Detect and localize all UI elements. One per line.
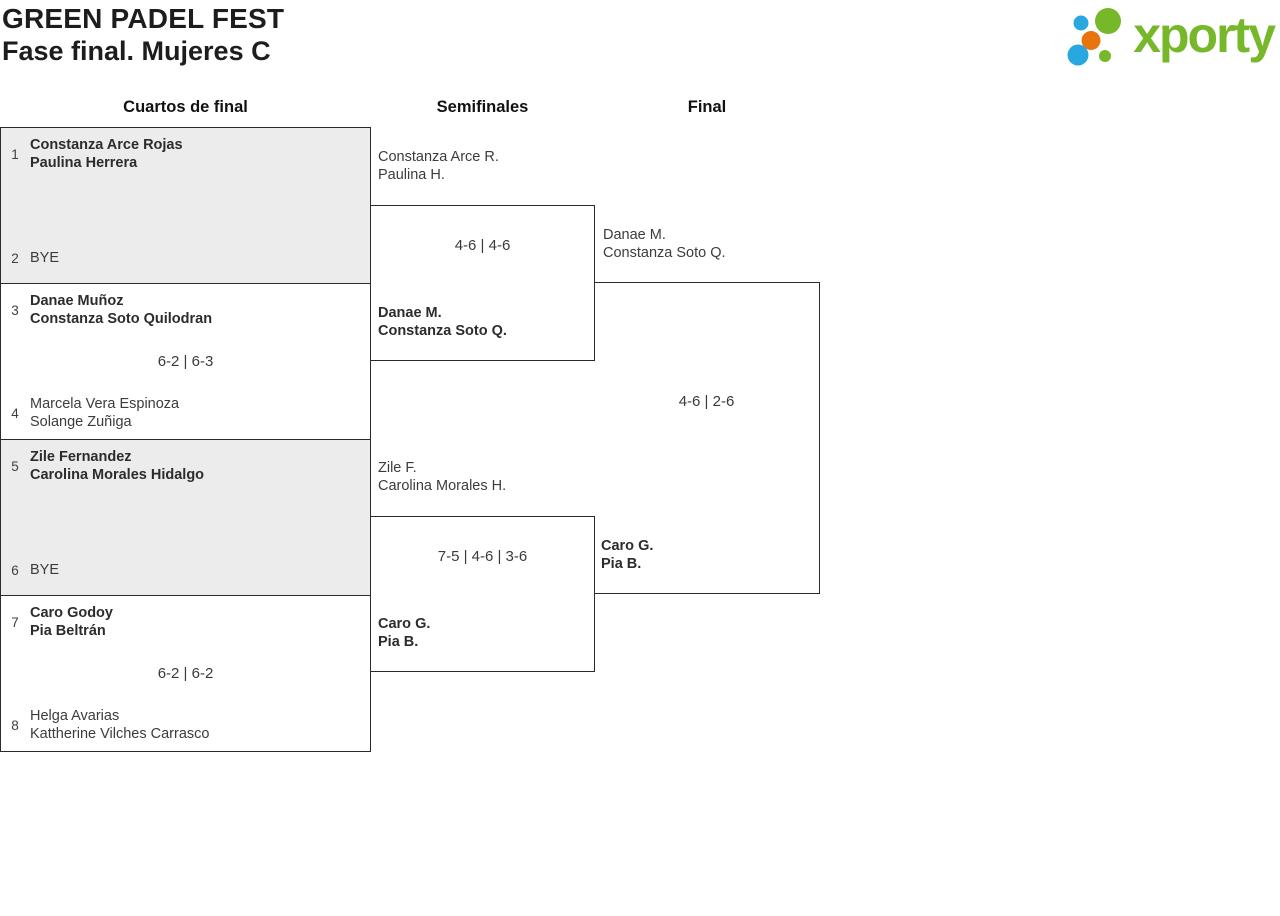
- quarterfinal-match-2: 3 Danae Muñoz Constanza Soto Quilodran 6…: [0, 283, 371, 440]
- player-name: Constanza Arce R.: [378, 149, 499, 165]
- semifinal-match-1: 4-6 | 4-6 Danae M. Constanza Soto Q.: [370, 205, 595, 361]
- player-name: Caro Godoy: [30, 605, 113, 621]
- match-score: 4-6 | 2-6: [678, 393, 735, 410]
- round-header-cuartos-de-final: Cuartos de final: [123, 98, 248, 116]
- team-row: 8 Helga Avarias Kattherine Vilches Carra…: [8, 707, 364, 743]
- round-header-final: Final: [687, 98, 727, 116]
- player-name: Paulina Herrera: [30, 155, 138, 171]
- team-row: 3 Danae Muñoz Constanza Soto Quilodran: [8, 292, 364, 328]
- team-row: 5 Zile Fernandez Carolina Morales Hidalg…: [8, 448, 364, 484]
- player-name: Pia Beltrán: [30, 623, 106, 639]
- player-name: Danae Muñoz: [30, 293, 124, 309]
- final-top-team: Danae M. Constanza Soto Q.: [603, 226, 726, 262]
- round-header-semifinales: Semifinales: [436, 98, 529, 116]
- player-name: Carolina Morales H.: [378, 478, 507, 494]
- seed-number: 7: [11, 614, 19, 630]
- team-names: Danae Muñoz Constanza Soto Quilodran: [30, 292, 212, 328]
- player-name: Constanza Arce Rojas: [30, 137, 183, 153]
- final-bottom-team: Caro G. Pia B.: [601, 537, 653, 573]
- semifinal-match-2: 7-5 | 4-6 | 3-6 Caro G. Pia B.: [370, 516, 595, 672]
- player-name: Danae M.: [378, 305, 442, 321]
- player-name: Caro G.: [378, 616, 431, 632]
- player-name: Marcela Vera Espinoza: [30, 396, 180, 412]
- match-score: 4-6 | 4-6: [454, 237, 511, 254]
- seed-number: 3: [11, 302, 19, 318]
- quarterfinal-match-3: 5 Zile Fernandez Carolina Morales Hidalg…: [0, 439, 371, 596]
- team-row: 2 BYE: [8, 249, 364, 267]
- player-name: Constanza Soto Q.: [378, 323, 507, 339]
- team-row: 6 BYE: [8, 561, 364, 579]
- seed-number: 2: [11, 250, 19, 266]
- team-names: Constanza Arce Rojas Paulina Herrera: [30, 136, 183, 172]
- quarterfinal-match-4: 7 Caro Godoy Pia Beltrán 6-2 | 6-2 8 Hel…: [0, 595, 371, 752]
- player-name: Pia B.: [378, 634, 419, 650]
- seed-number: 1: [11, 146, 19, 162]
- page-subtitle: Fase final. Mujeres C: [2, 36, 271, 66]
- player-name: Helga Avarias: [30, 708, 120, 724]
- xporty-dots-icon: [1067, 8, 1122, 66]
- player-name: Zile Fernandez: [30, 449, 132, 465]
- bye-label: BYE: [30, 250, 60, 266]
- player-name: Caro G.: [601, 538, 654, 554]
- xporty-wordmark: xporty: [1133, 7, 1276, 63]
- team-row: 7 Caro Godoy Pia Beltrán: [8, 604, 364, 640]
- team-row: 1 Constanza Arce Rojas Paulina Herrera: [8, 136, 364, 172]
- seed-number: 6: [11, 562, 19, 578]
- player-name: Zile F.: [378, 460, 417, 476]
- player-name: Constanza Soto Q.: [603, 245, 726, 261]
- team-names: Zile Fernandez Carolina Morales Hidalgo: [30, 448, 204, 484]
- semifinal-2-top-team: Zile F. Carolina Morales H.: [378, 459, 506, 495]
- seed-number: 8: [11, 717, 19, 733]
- player-name: Solange Zuñiga: [30, 414, 132, 430]
- seed-number: 5: [11, 458, 19, 474]
- team-row: 4 Marcela Vera Espinoza Solange Zuñiga: [8, 395, 364, 431]
- semifinal-2-bottom-team: Caro G. Pia B.: [378, 615, 430, 651]
- team-names: BYE: [30, 561, 59, 579]
- team-names: BYE: [30, 249, 59, 267]
- player-name: Paulina H.: [378, 167, 445, 183]
- player-name: Constanza Soto Quilodran: [30, 311, 213, 327]
- player-name: Pia B.: [601, 556, 642, 572]
- match-score: 6-2 | 6-3: [157, 352, 214, 370]
- xporty-logo[interactable]: xporty: [1064, 2, 1276, 68]
- match-score: 7-5 | 4-6 | 3-6: [437, 548, 528, 565]
- match-score: 6-2 | 6-2: [157, 664, 214, 682]
- team-names: Marcela Vera Espinoza Solange Zuñiga: [30, 395, 179, 431]
- team-names: Helga Avarias Kattherine Vilches Carrasc…: [30, 707, 209, 743]
- quarterfinal-match-1: 1 Constanza Arce Rojas Paulina Herrera 2…: [0, 127, 371, 284]
- semifinal-1-top-team: Constanza Arce R. Paulina H.: [378, 148, 499, 184]
- page-title: GREEN PADEL FEST: [2, 3, 285, 34]
- team-names: Caro Godoy Pia Beltrán: [30, 604, 113, 640]
- player-name: Carolina Morales Hidalgo: [30, 467, 205, 483]
- player-name: Kattherine Vilches Carrasco: [30, 726, 210, 742]
- player-name: Danae M.: [603, 227, 666, 243]
- seed-number: 4: [11, 405, 19, 421]
- final-match: 4-6 | 2-6 Caro G. Pia B.: [594, 282, 820, 594]
- bye-label: BYE: [30, 562, 60, 578]
- semifinal-1-bottom-team: Danae M. Constanza Soto Q.: [378, 304, 507, 340]
- page-header: GREEN PADEL FEST Fase final. Mujeres C: [2, 2, 284, 68]
